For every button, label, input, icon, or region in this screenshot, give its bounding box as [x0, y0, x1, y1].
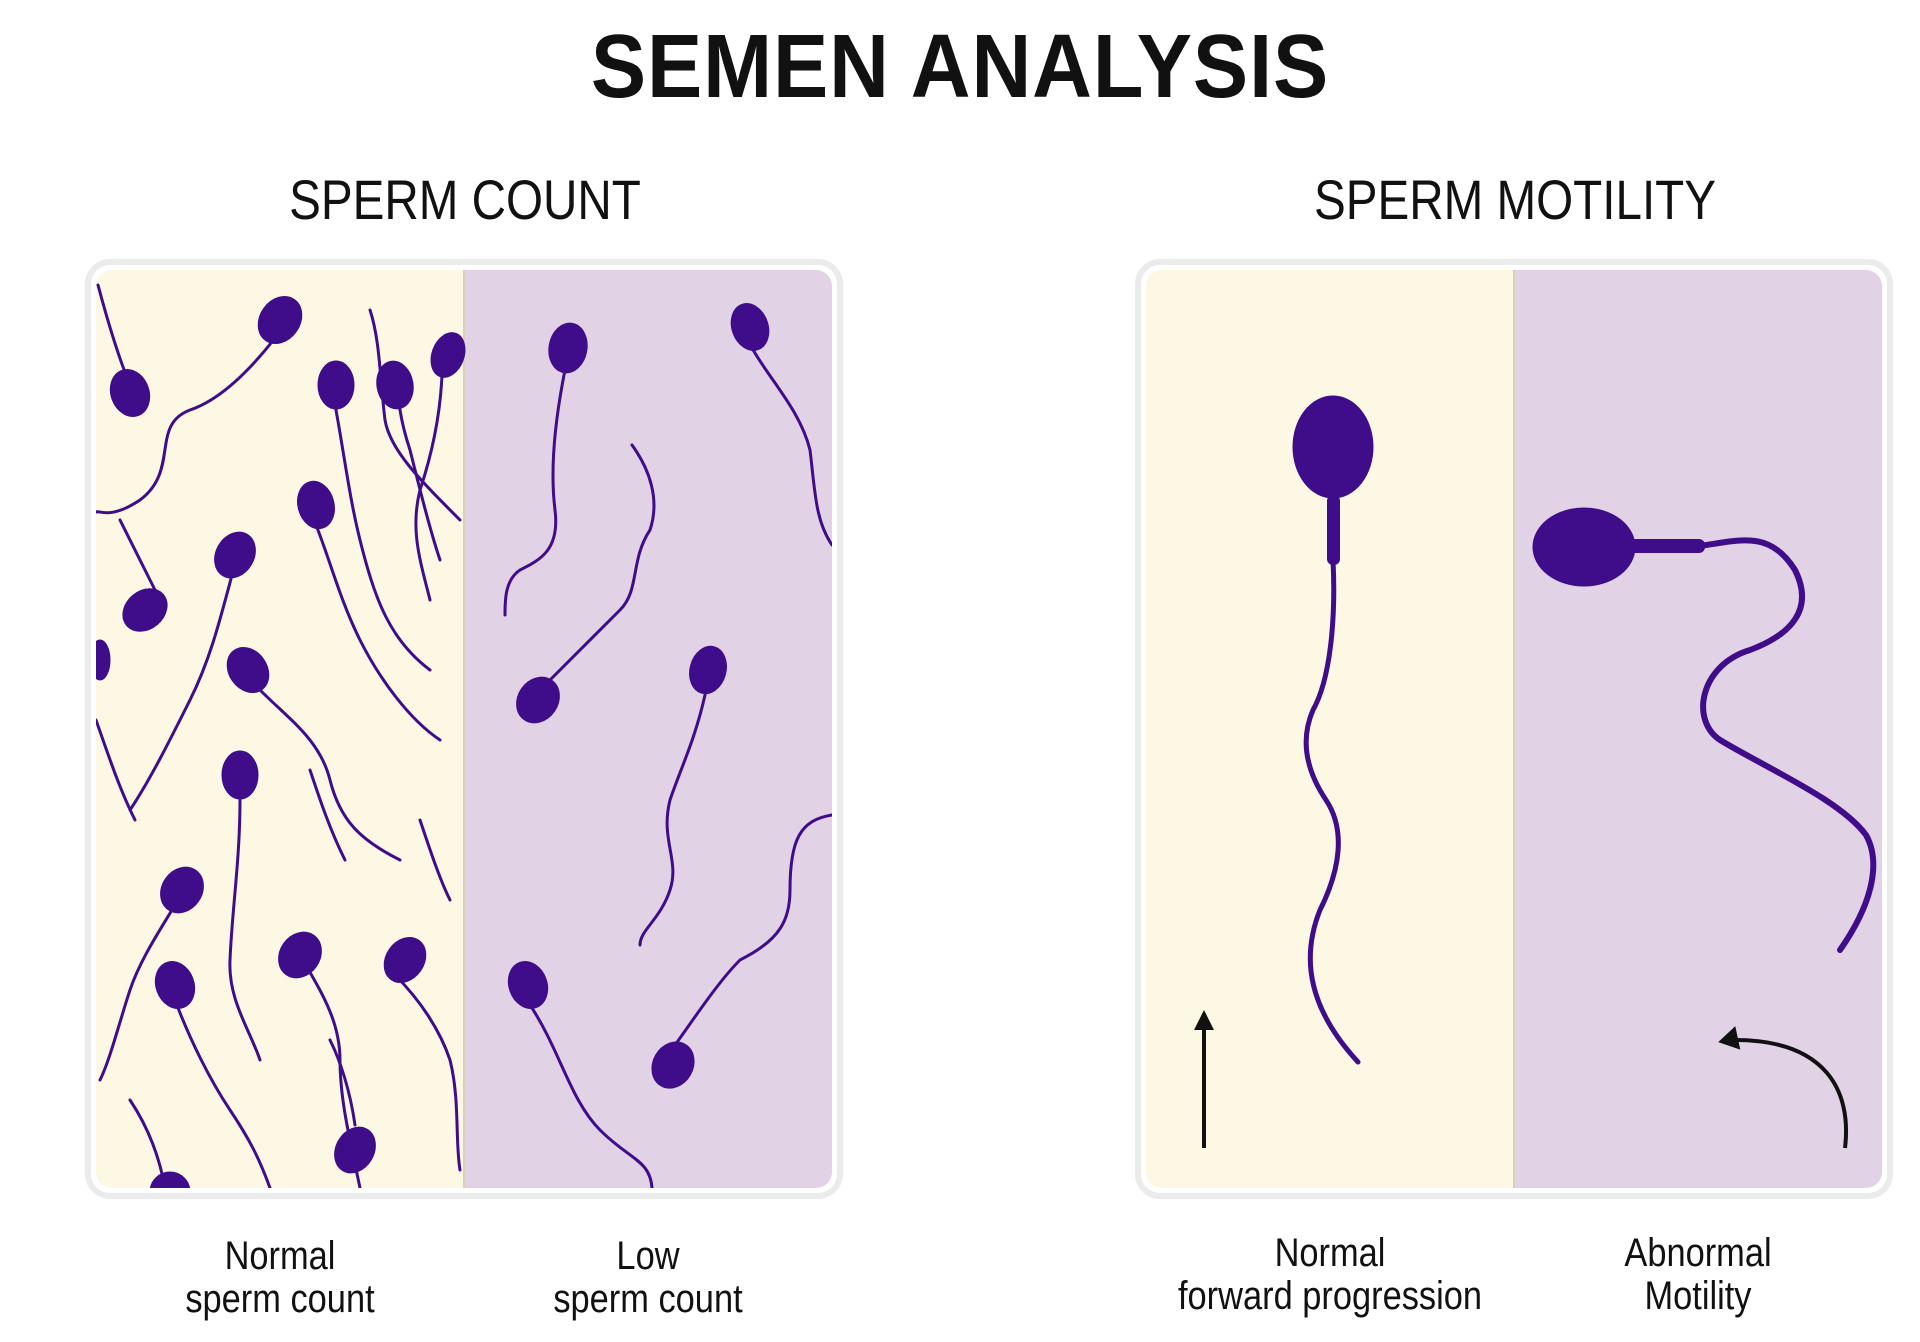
- normal-motility-label: Normal forward progression: [1175, 1232, 1485, 1318]
- low-count-label-line1: Low: [616, 1234, 680, 1278]
- normal-motility-label-line1: Normal: [1274, 1231, 1386, 1275]
- forward-arrow-icon: [1194, 1010, 1214, 1148]
- low-count-label: Low sperm count: [519, 1235, 777, 1321]
- normal-count-label-line2: sperm count: [185, 1277, 375, 1321]
- diagram-title: SEMEN ANALYSIS: [590, 17, 1330, 117]
- sperm-motility-title: SPERM MOTILITY: [1314, 168, 1716, 231]
- low-count-sperm-group: [503, 303, 832, 1188]
- low-count-area: [464, 270, 832, 1188]
- normal-motility-label-line2: forward progression: [1177, 1274, 1483, 1318]
- curved-arrow-icon: [1718, 1026, 1848, 1149]
- abnormal-motility-sperm: [1532, 507, 1877, 953]
- abnormal-motility-label-line1: Abnormal: [1624, 1231, 1772, 1275]
- sperm-count-panel: [85, 259, 843, 1199]
- normal-count-sperm-group: [96, 283, 466, 1188]
- sperm-motility-panel: [1135, 259, 1893, 1199]
- normal-count-area: [96, 270, 464, 1188]
- forward-progression-sperm: [1292, 395, 1374, 1065]
- sperm-count-title: SPERM COUNT: [289, 168, 641, 231]
- low-count-label-line2: sperm count: [553, 1277, 743, 1321]
- abnormal-motility-area: [1514, 270, 1882, 1188]
- normal-count-label: Normal sperm count: [151, 1235, 409, 1321]
- normal-count-label-line1: Normal: [224, 1234, 336, 1278]
- abnormal-motility-label: Abnormal Motility: [1569, 1232, 1827, 1318]
- abnormal-motility-label-line2: Motility: [1644, 1274, 1752, 1318]
